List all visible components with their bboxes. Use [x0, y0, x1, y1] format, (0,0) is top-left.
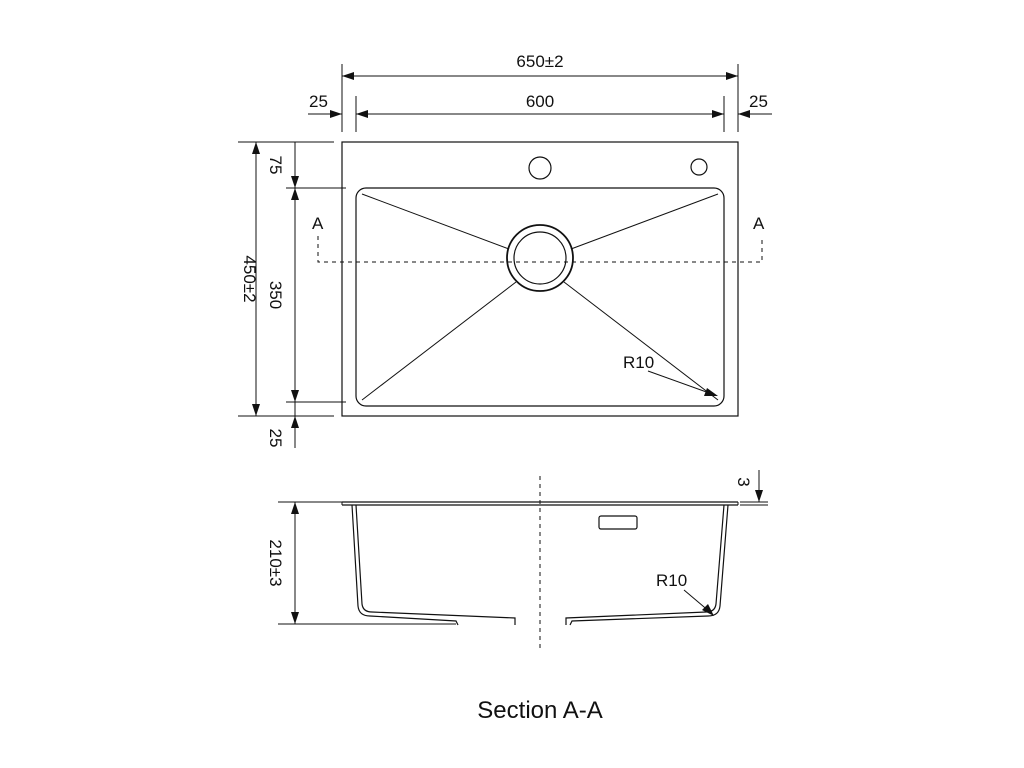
corner-radius-label-top: R10 [623, 353, 654, 372]
left-margin-label: 25 [309, 92, 328, 111]
dimension-right-margin [738, 110, 772, 118]
section-depth-label: 210±3 [266, 539, 285, 586]
overall-width-label: 650±2 [516, 52, 563, 71]
dimension-inner-depth [291, 188, 299, 402]
dimension-left-margin [308, 110, 362, 118]
overflow-slot [598, 515, 638, 530]
bottom-margin-label: 25 [266, 429, 285, 448]
dimension-overall-depth [252, 142, 260, 416]
bowl-slope-lines [361, 193, 719, 401]
dimension-flange-thickness [740, 470, 768, 506]
drain-icon [506, 224, 574, 292]
dimension-inner-width [356, 110, 724, 118]
top-view: A A R10 650±2 600 [238, 52, 772, 448]
section-marker-left: A [312, 214, 324, 233]
section-view: R10 3 210±3 [266, 470, 768, 652]
right-margin-label: 25 [749, 92, 768, 111]
top-margin-label: 75 [266, 156, 285, 175]
dimension-bottom-margin [291, 402, 299, 448]
sink-outer-outline [341, 141, 739, 417]
inner-depth-label: 350 [266, 281, 285, 309]
dimension-overall-width [342, 72, 738, 80]
sink-bowl-outline [355, 187, 725, 407]
overall-depth-label: 450±2 [240, 255, 259, 302]
dimension-section-depth [278, 501, 456, 625]
inner-width-label: 600 [526, 92, 554, 111]
section-bowl-left [351, 504, 516, 626]
radius-leader-section [683, 589, 714, 616]
section-title: Section A-A [477, 697, 602, 724]
corner-radius-label-section: R10 [656, 571, 687, 590]
dimension-top-margin [291, 142, 299, 188]
flange-thickness-label: 3 [734, 477, 753, 486]
dimension-extension-lines-vertical [238, 141, 346, 417]
section-marker-right: A [753, 214, 765, 233]
tap-hole-center [528, 156, 552, 180]
radius-leader-top [647, 370, 718, 396]
tap-hole-right [690, 158, 708, 176]
section-line-a-a [317, 236, 763, 263]
